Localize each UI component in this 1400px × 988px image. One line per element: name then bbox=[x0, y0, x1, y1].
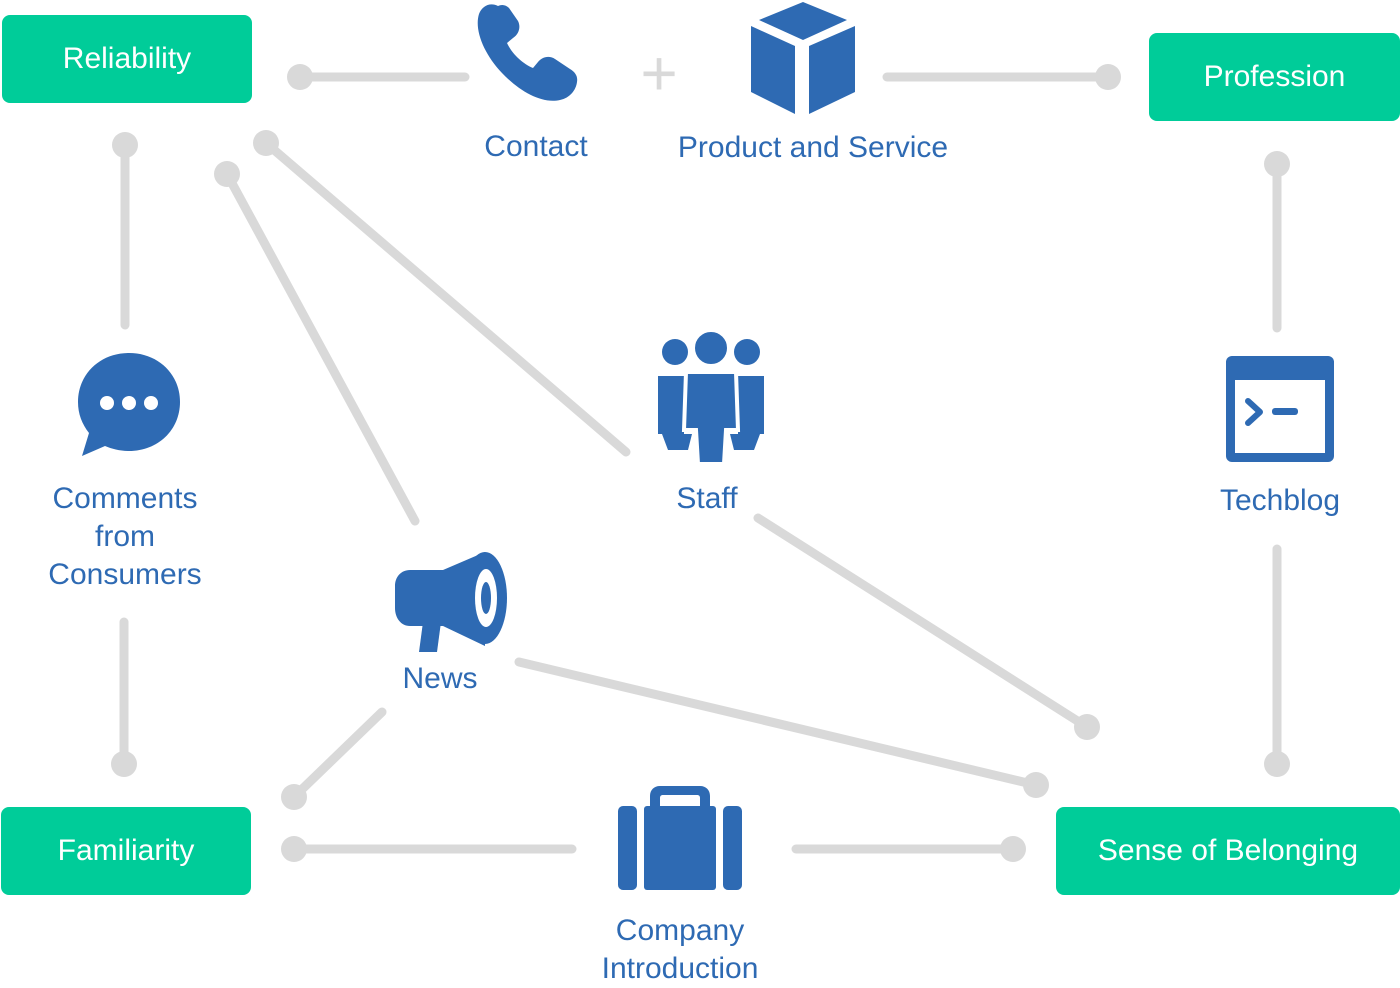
company-introduction-label: Company Introduction bbox=[560, 912, 800, 988]
connector-staff-belonging bbox=[753, 513, 1092, 732]
comments-from-consumers-label: Comments from Consumers bbox=[20, 480, 230, 594]
plus-sign: + bbox=[640, 37, 677, 109]
familiarity-box: Familiarity bbox=[1, 807, 251, 895]
connector-dot bbox=[1074, 714, 1100, 740]
briefcase-icon bbox=[618, 782, 742, 892]
connector-dot bbox=[112, 132, 138, 158]
connector-reliability-staff bbox=[261, 138, 631, 457]
connector-dot bbox=[1000, 836, 1026, 862]
product-and-service-label: Product and Service bbox=[677, 131, 949, 164]
people-icon bbox=[656, 330, 766, 464]
reliability-box: Reliability bbox=[2, 15, 252, 103]
sense-of-belonging-box: Sense of Belonging bbox=[1056, 807, 1400, 895]
box-icon bbox=[749, 0, 857, 116]
comments-label-line: Consumers bbox=[48, 558, 202, 591]
staff-label: Staff bbox=[676, 482, 738, 515]
connector-news-familiarity bbox=[289, 707, 387, 802]
connector-dot bbox=[1023, 772, 1049, 798]
megaphone-icon bbox=[393, 550, 509, 654]
connector-dot bbox=[253, 130, 279, 156]
connector-dot bbox=[1095, 64, 1121, 90]
news-label: News bbox=[402, 662, 478, 695]
phone-icon bbox=[476, 0, 582, 104]
connector-dot bbox=[214, 161, 240, 187]
terminal-icon bbox=[1226, 356, 1334, 462]
chat-bubble-icon bbox=[76, 351, 182, 457]
connector-dot bbox=[281, 784, 307, 810]
connector-dot bbox=[1264, 751, 1290, 777]
connector-dot bbox=[111, 751, 137, 777]
connector-dot bbox=[1264, 151, 1290, 177]
connector-dot bbox=[281, 836, 307, 862]
profession-box: Profession bbox=[1149, 33, 1400, 121]
comments-label-line: from bbox=[95, 520, 155, 553]
company-label-line: Introduction bbox=[601, 952, 759, 985]
company-label-line: Company bbox=[615, 914, 745, 947]
contact-label: Contact bbox=[484, 130, 588, 163]
comments-label-line: Comments bbox=[52, 482, 198, 515]
techblog-label: Techblog bbox=[1219, 484, 1341, 517]
connector-reliability-news bbox=[222, 169, 420, 526]
connector-news-belonging bbox=[514, 657, 1041, 790]
connector-dot bbox=[287, 64, 313, 90]
